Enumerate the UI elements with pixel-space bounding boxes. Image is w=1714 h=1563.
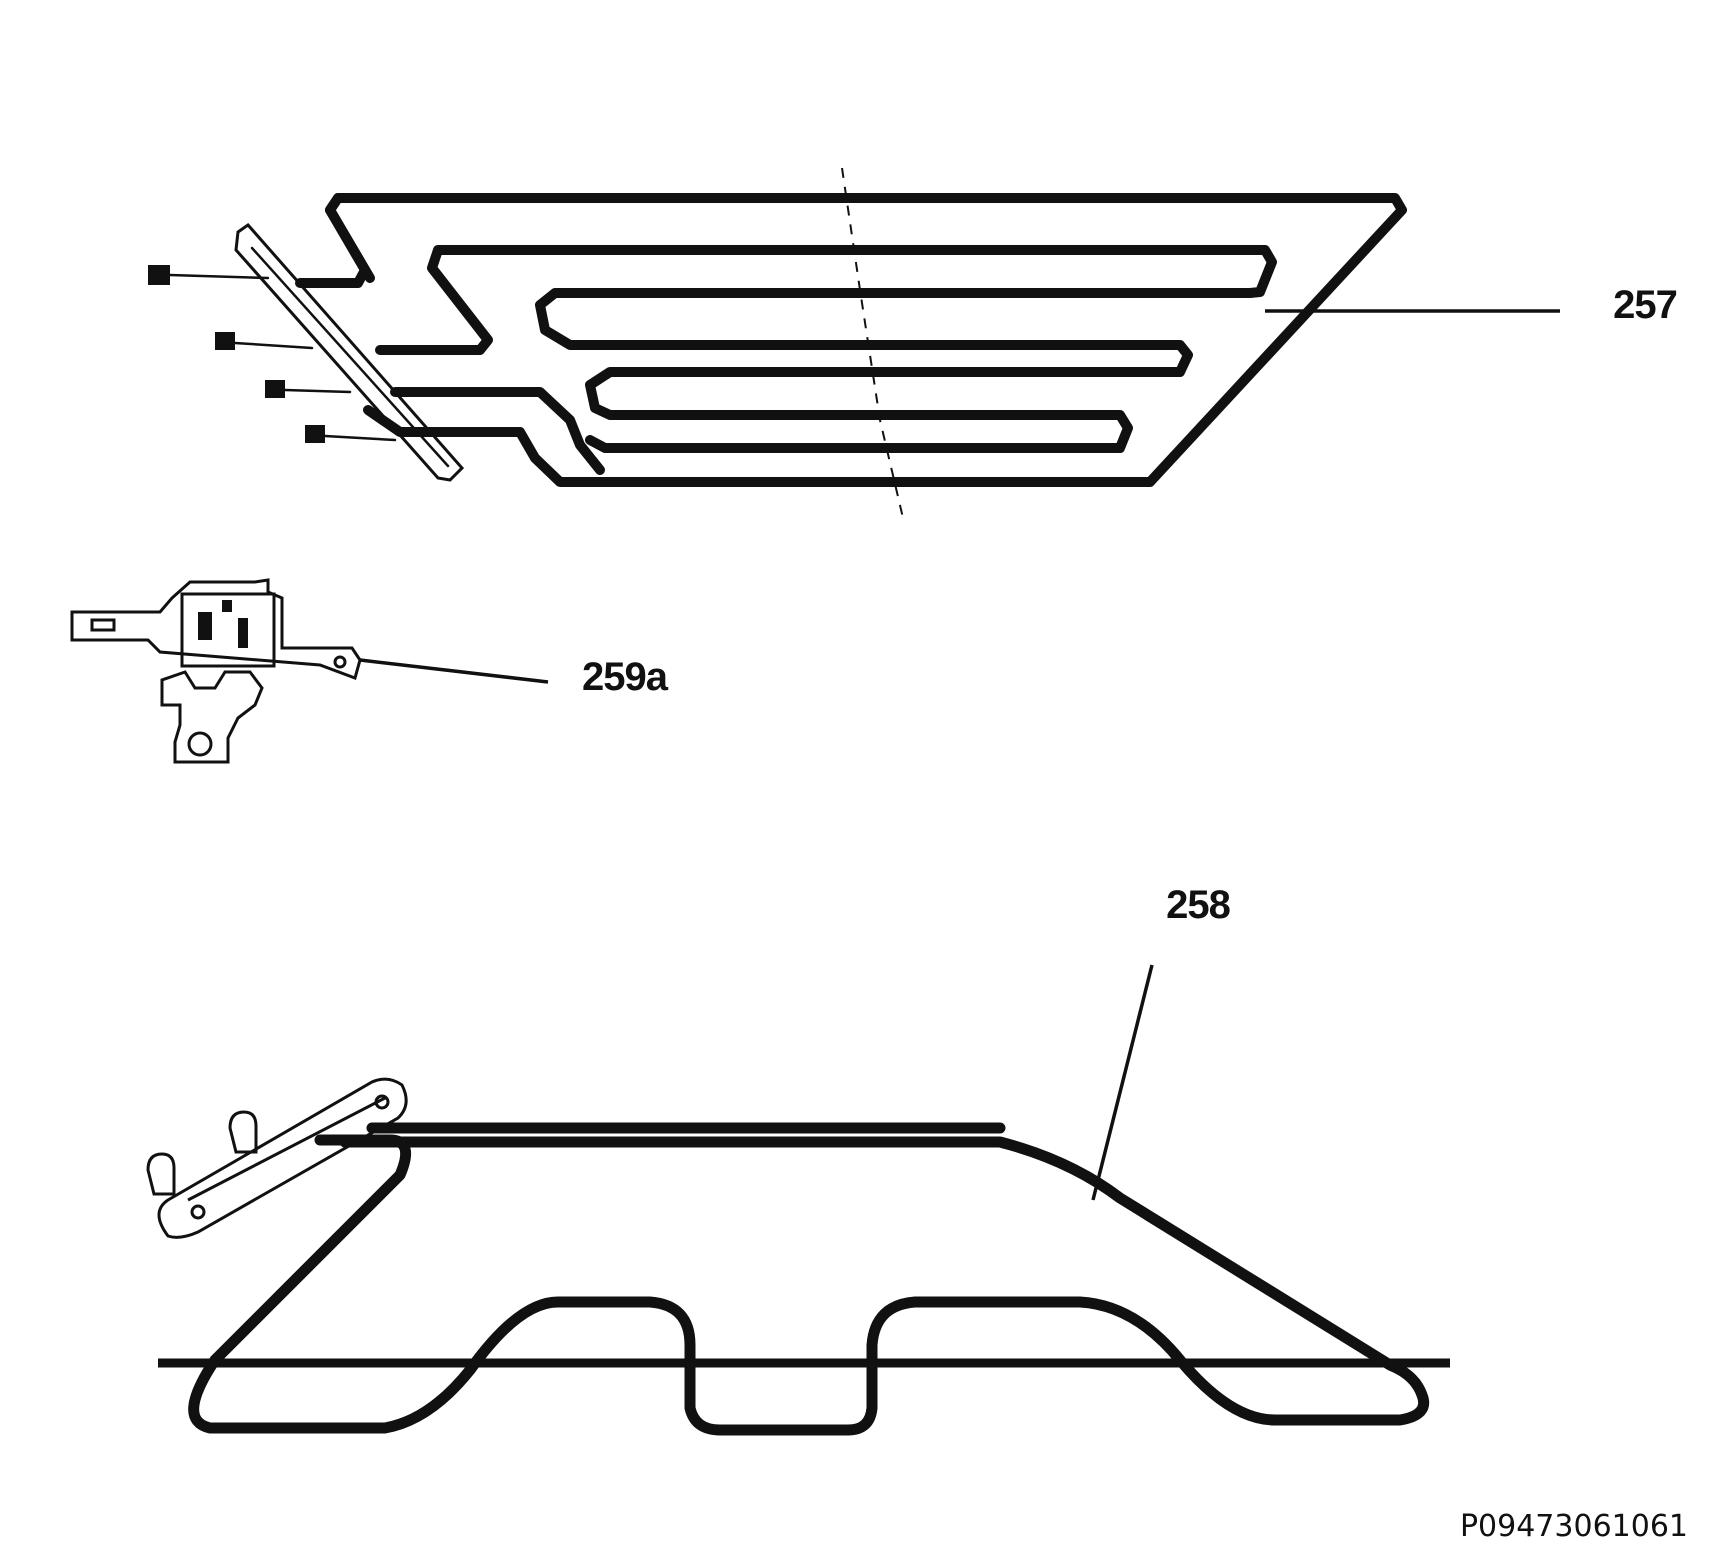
lower-heating-element: 258 [146, 883, 1450, 1436]
terminal-connector [148, 265, 170, 285]
document-reference: P09473061061 [1460, 1509, 1688, 1544]
thermostat-mount-hole [187, 731, 213, 757]
upper-element-loop-3 [390, 288, 1255, 475]
lower-element-mounting-plate [157, 1077, 408, 1239]
upper-element-terminals [148, 265, 397, 443]
upper-element-loop-2 [295, 193, 1277, 355]
terminal-connector [305, 425, 325, 443]
callout-258-leader [1091, 964, 1154, 1201]
thermostat-mount [160, 670, 264, 764]
mounting-plate-hole [374, 1094, 390, 1110]
upper-element-mounting-bracket [234, 223, 465, 482]
callout-259a-label: 259a [582, 655, 669, 699]
terminal-connector [215, 332, 235, 350]
thermostat-housing [180, 592, 276, 668]
terminal-connector [265, 380, 285, 398]
callout-257-label: 257 [1613, 283, 1677, 327]
lower-element-terminals [146, 1110, 258, 1196]
lower-element-tube [188, 1122, 1430, 1436]
upper-heating-element: 257 [148, 167, 1678, 519]
mounting-plate-hole [190, 1204, 206, 1220]
terminal-connector [146, 1152, 176, 1196]
terminal-connector [228, 1110, 258, 1154]
upper-element-centre-axis [841, 167, 904, 519]
thermostat: 259a [70, 578, 670, 764]
thermostat-body [70, 578, 362, 680]
callout-258-label: 258 [1166, 883, 1230, 927]
callout-259a-leader [359, 658, 549, 684]
